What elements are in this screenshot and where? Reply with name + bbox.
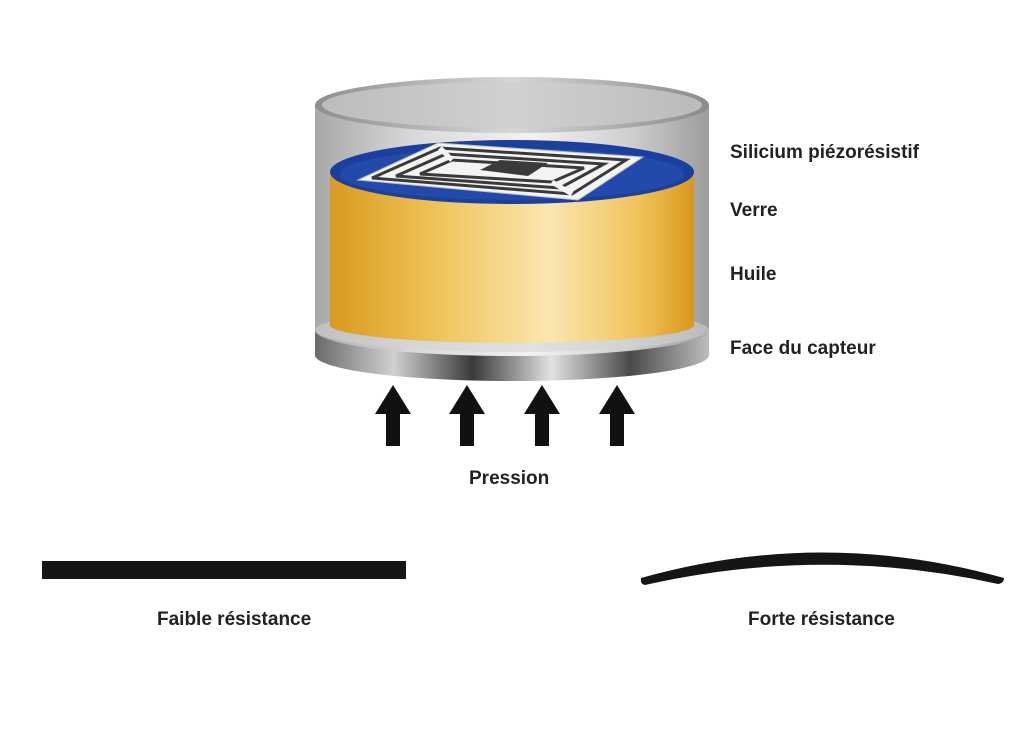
label-piezoresistive-silicon: Silicium piézorésistif [730, 142, 919, 163]
arrow-up-icon [599, 385, 635, 446]
silicon-chip [356, 142, 645, 201]
label-low-resistance: Faible résistance [157, 609, 312, 630]
bent-membrane [640, 552, 1004, 585]
flat-membrane [42, 561, 406, 579]
label-high-resistance: Forte résistance [748, 609, 895, 630]
oil-layer [330, 172, 694, 343]
label-glass: Verre [730, 200, 778, 221]
label-oil: Huile [730, 264, 777, 285]
pressure-arrows [375, 385, 635, 446]
arrow-up-icon [524, 385, 560, 446]
arrow-up-icon [449, 385, 485, 446]
arrow-up-icon [375, 385, 411, 446]
label-pressure: Pression [469, 468, 550, 489]
label-sensor-face: Face du capteur [730, 338, 876, 359]
